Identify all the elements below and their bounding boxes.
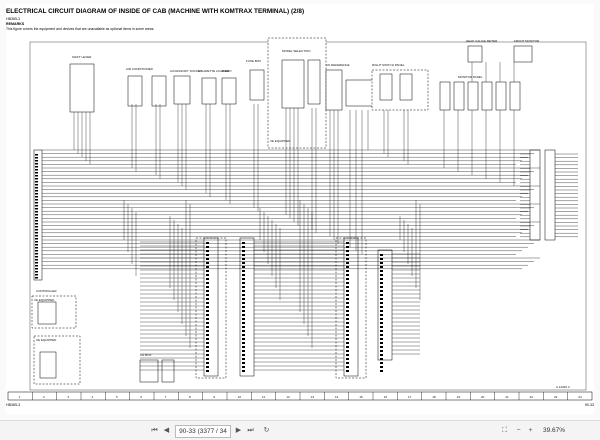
column-number: 6 <box>140 395 142 399</box>
column-number: 10 <box>238 395 242 399</box>
column-number: 21 <box>505 395 509 399</box>
head-gauge-meter-label: HEAD GAUGE METER <box>466 39 498 43</box>
column-number: 1 <box>19 395 21 399</box>
footer-page-number: 90-33 <box>584 403 594 407</box>
rotate-icon[interactable]: ↻ <box>263 427 270 434</box>
remarks-heading: REMARKS <box>6 22 25 26</box>
shift-lever-connector <box>69 63 95 113</box>
cn-reference-label: CN REFERENCE <box>326 63 350 67</box>
column-number: 19 <box>457 395 461 399</box>
zoom-in-icon[interactable]: + <box>528 427 533 434</box>
cigarette-lighter-label: CIGARETTE LIGHTER <box>198 69 230 73</box>
column-number: 5 <box>116 395 118 399</box>
column-number: 22 <box>530 395 534 399</box>
column-number: 14 <box>335 395 339 399</box>
remarks-note: This figure covers the equipment and dev… <box>6 27 155 31</box>
model-number: HB365-3 <box>6 17 21 21</box>
column-number: 4 <box>92 395 94 399</box>
air-conditioner-label: AIR CONDITIONER <box>126 67 154 71</box>
monitor-panel-label: MONITOR PANEL <box>458 75 483 79</box>
column-number: 8 <box>189 395 191 399</box>
next-page-icon[interactable]: ▶ <box>235 427 242 434</box>
shift-lever-label: SHIFT LEVER <box>72 55 92 59</box>
column-number: 20 <box>481 395 485 399</box>
column-number: 12 <box>286 395 290 399</box>
controller-label: CONTROLLER <box>36 289 57 293</box>
column-number: 9 <box>213 395 215 399</box>
column-number: 2 <box>43 395 45 399</box>
column-number: 3 <box>67 395 69 399</box>
pdf-viewer-toolbar: ⏮ ◀ 90-33 (3377 / 34 ▶ ⏭ ↻ ⛶ − + 39.67% <box>0 420 600 440</box>
cn-box-label: CN BOX <box>140 353 152 357</box>
last-page-icon[interactable]: ⏭ <box>247 427 254 434</box>
column-number: 7 <box>165 395 167 399</box>
right-switch-panel-label: RIGHT SWITCH PANEL <box>372 63 405 67</box>
column-number: 15 <box>359 395 363 399</box>
prev-page-icon[interactable]: ◀ <box>163 427 170 434</box>
column-number: 17 <box>408 395 412 399</box>
ve-equipped-label-1: VE EQUIPPED <box>270 139 291 143</box>
radio-label: RADIO <box>222 69 232 73</box>
model-selection-label: MODEL SELECTION <box>282 49 310 53</box>
zoom-level[interactable]: 39.67% <box>542 427 566 434</box>
page-number-input[interactable]: 90-33 (3377 / 34 <box>175 425 231 438</box>
column-number: 18 <box>432 395 436 399</box>
column-number: 13 <box>311 395 315 399</box>
first-page-icon[interactable]: ⏮ <box>151 427 158 434</box>
fuse-box-label: FUSE BOX <box>246 59 261 63</box>
fit-page-icon[interactable]: ⛶ <box>502 427 507 434</box>
zoom-out-icon[interactable]: − <box>516 427 521 434</box>
ve-equipped-label-2: VE EQUIPPED <box>34 298 55 302</box>
accessory-socket-label: ACCESSORY SOCKET <box>170 69 202 73</box>
page-title: ELECTRICAL CIRCUIT DIAGRAM OF INSIDE OF … <box>6 8 305 15</box>
column-number: 16 <box>384 395 388 399</box>
column-number: 23 <box>554 395 558 399</box>
front-monitor-label: FRONT MONITOR <box>514 39 540 43</box>
footer-model: HB365-3 <box>6 403 21 407</box>
column-number: 11 <box>262 395 265 399</box>
ve-equipped-label-3: VE EQUIPPED <box>36 338 57 342</box>
revision-label: A 12345 4 <box>556 385 570 389</box>
column-number: 24 <box>578 395 582 399</box>
